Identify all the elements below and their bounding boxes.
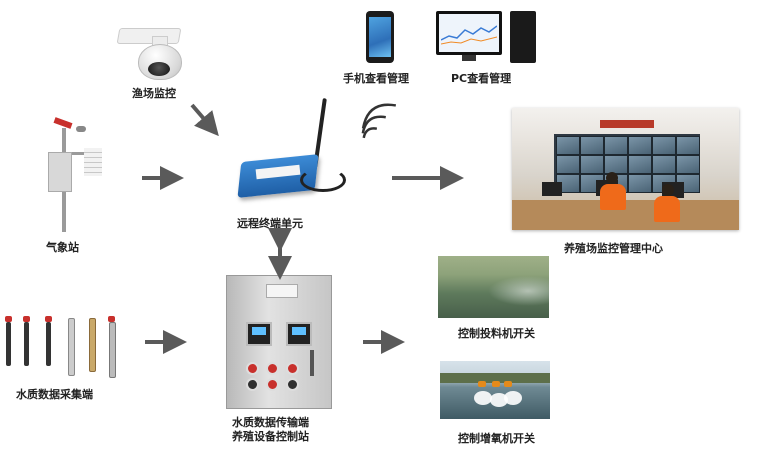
- aerator-photo: [440, 361, 550, 419]
- feeder-switch-label: 控制投料机开关: [458, 327, 535, 340]
- cabinet-label-line1: 水质数据传输端: [232, 416, 309, 429]
- rtu-label: 远程终端单元: [237, 217, 303, 230]
- pc-label: PC查看管理: [451, 72, 512, 85]
- phone-label: 手机查看管理: [343, 72, 409, 85]
- cabinet-label-line2: 养殖设备控制站: [232, 430, 309, 443]
- feeder-photo: [438, 256, 549, 318]
- control-center-label: 养殖场监控管理中心: [564, 242, 663, 255]
- wifi-icon: [361, 103, 396, 139]
- arrow-camera-to-rtu: [190, 103, 219, 137]
- control-room-photo: [512, 108, 739, 230]
- water-sensors-label: 水质数据采集端: [16, 388, 93, 401]
- weather-station-label: 气象站: [46, 241, 79, 254]
- aerator-switch-label: 控制增氧机开关: [458, 432, 535, 445]
- pc-screen-graph: [441, 25, 497, 45]
- camera-label: 渔场监控: [132, 87, 176, 100]
